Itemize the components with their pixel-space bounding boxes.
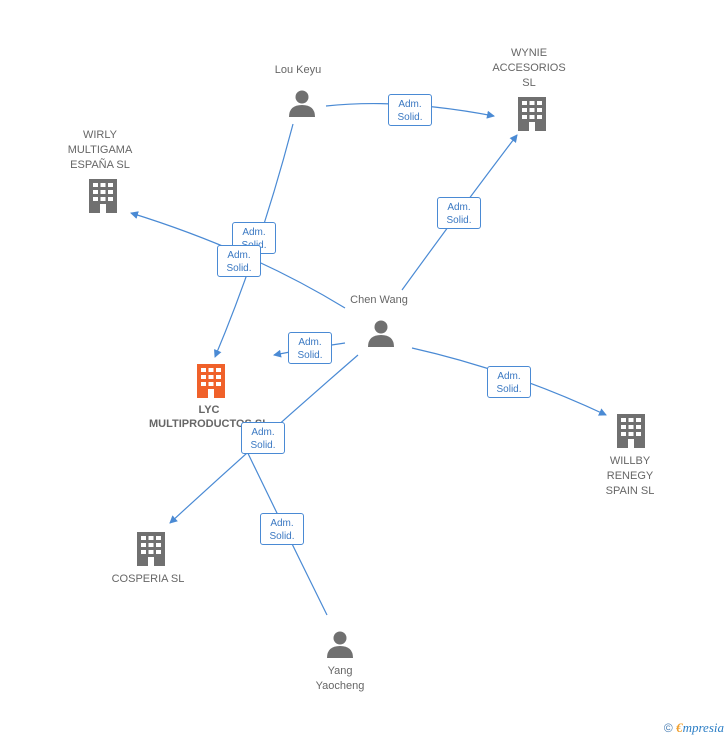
relation-label-yang-lyc[interactable]: Adm. Solid.	[260, 513, 304, 545]
building-icon[interactable]	[137, 532, 165, 566]
brand-rest: mpresia	[682, 720, 724, 735]
relation-label-chen-cosperia[interactable]: Adm. Solid.	[241, 422, 285, 454]
node-label-cosperia[interactable]: COSPERIA SL	[111, 573, 185, 585]
relation-label-chen-wirly[interactable]: Adm. Solid.	[217, 245, 261, 277]
relation-line: Adm.	[251, 427, 275, 438]
relation-line: Adm.	[497, 371, 521, 382]
relation-label-chen-lyc[interactable]: Adm. Solid.	[288, 332, 332, 364]
node-label-lou-keyu[interactable]: Lou Keyu	[274, 64, 322, 76]
relation-label-chen-wynie[interactable]: Adm. Solid.	[437, 197, 481, 229]
building-icon[interactable]	[197, 364, 225, 398]
copyright-symbol: ©	[663, 721, 673, 735]
relation-line: Adm.	[447, 202, 471, 213]
relation-line: Adm.	[398, 99, 422, 110]
relation-label-lou-wynie[interactable]: Adm. Solid.	[388, 94, 432, 126]
brand-name: €mpresia	[676, 720, 724, 735]
person-icon[interactable]	[327, 631, 353, 659]
person-icon[interactable]	[289, 90, 315, 118]
node-label-wirly[interactable]: WIRLY MULTIGAMA ESPAÑA SL	[67, 129, 133, 171]
relation-line: Solid.	[269, 531, 295, 542]
relation-label-chen-willby[interactable]: Adm. Solid.	[487, 366, 531, 398]
person-icon[interactable]	[368, 320, 394, 348]
relation-line: Solid.	[446, 215, 472, 226]
relation-line: Solid.	[250, 440, 276, 451]
relation-line: Adm.	[227, 250, 251, 261]
relation-line: Solid.	[297, 350, 323, 361]
relation-line: Solid.	[226, 263, 252, 274]
building-icon[interactable]	[617, 414, 645, 448]
relation-line: Adm.	[298, 337, 322, 348]
node-label-chen-wang[interactable]: Chen Wang	[350, 294, 408, 306]
node-label-yang[interactable]: Yang Yaocheng	[315, 665, 365, 692]
relation-line: Adm.	[270, 518, 294, 529]
node-label-wynie[interactable]: WYNIE ACCESORIOS SL	[492, 47, 566, 89]
relation-line: Adm.	[242, 227, 266, 238]
building-icon[interactable]	[518, 97, 546, 131]
relation-line: Solid.	[496, 384, 522, 395]
building-icon[interactable]	[89, 179, 117, 213]
brand-initial: €	[676, 720, 683, 735]
empresia-watermark: © €mpresia	[664, 720, 724, 736]
node-label-willby[interactable]: WILLBY RENEGY SPAIN SL	[605, 455, 655, 497]
relation-line: Solid.	[397, 112, 423, 123]
